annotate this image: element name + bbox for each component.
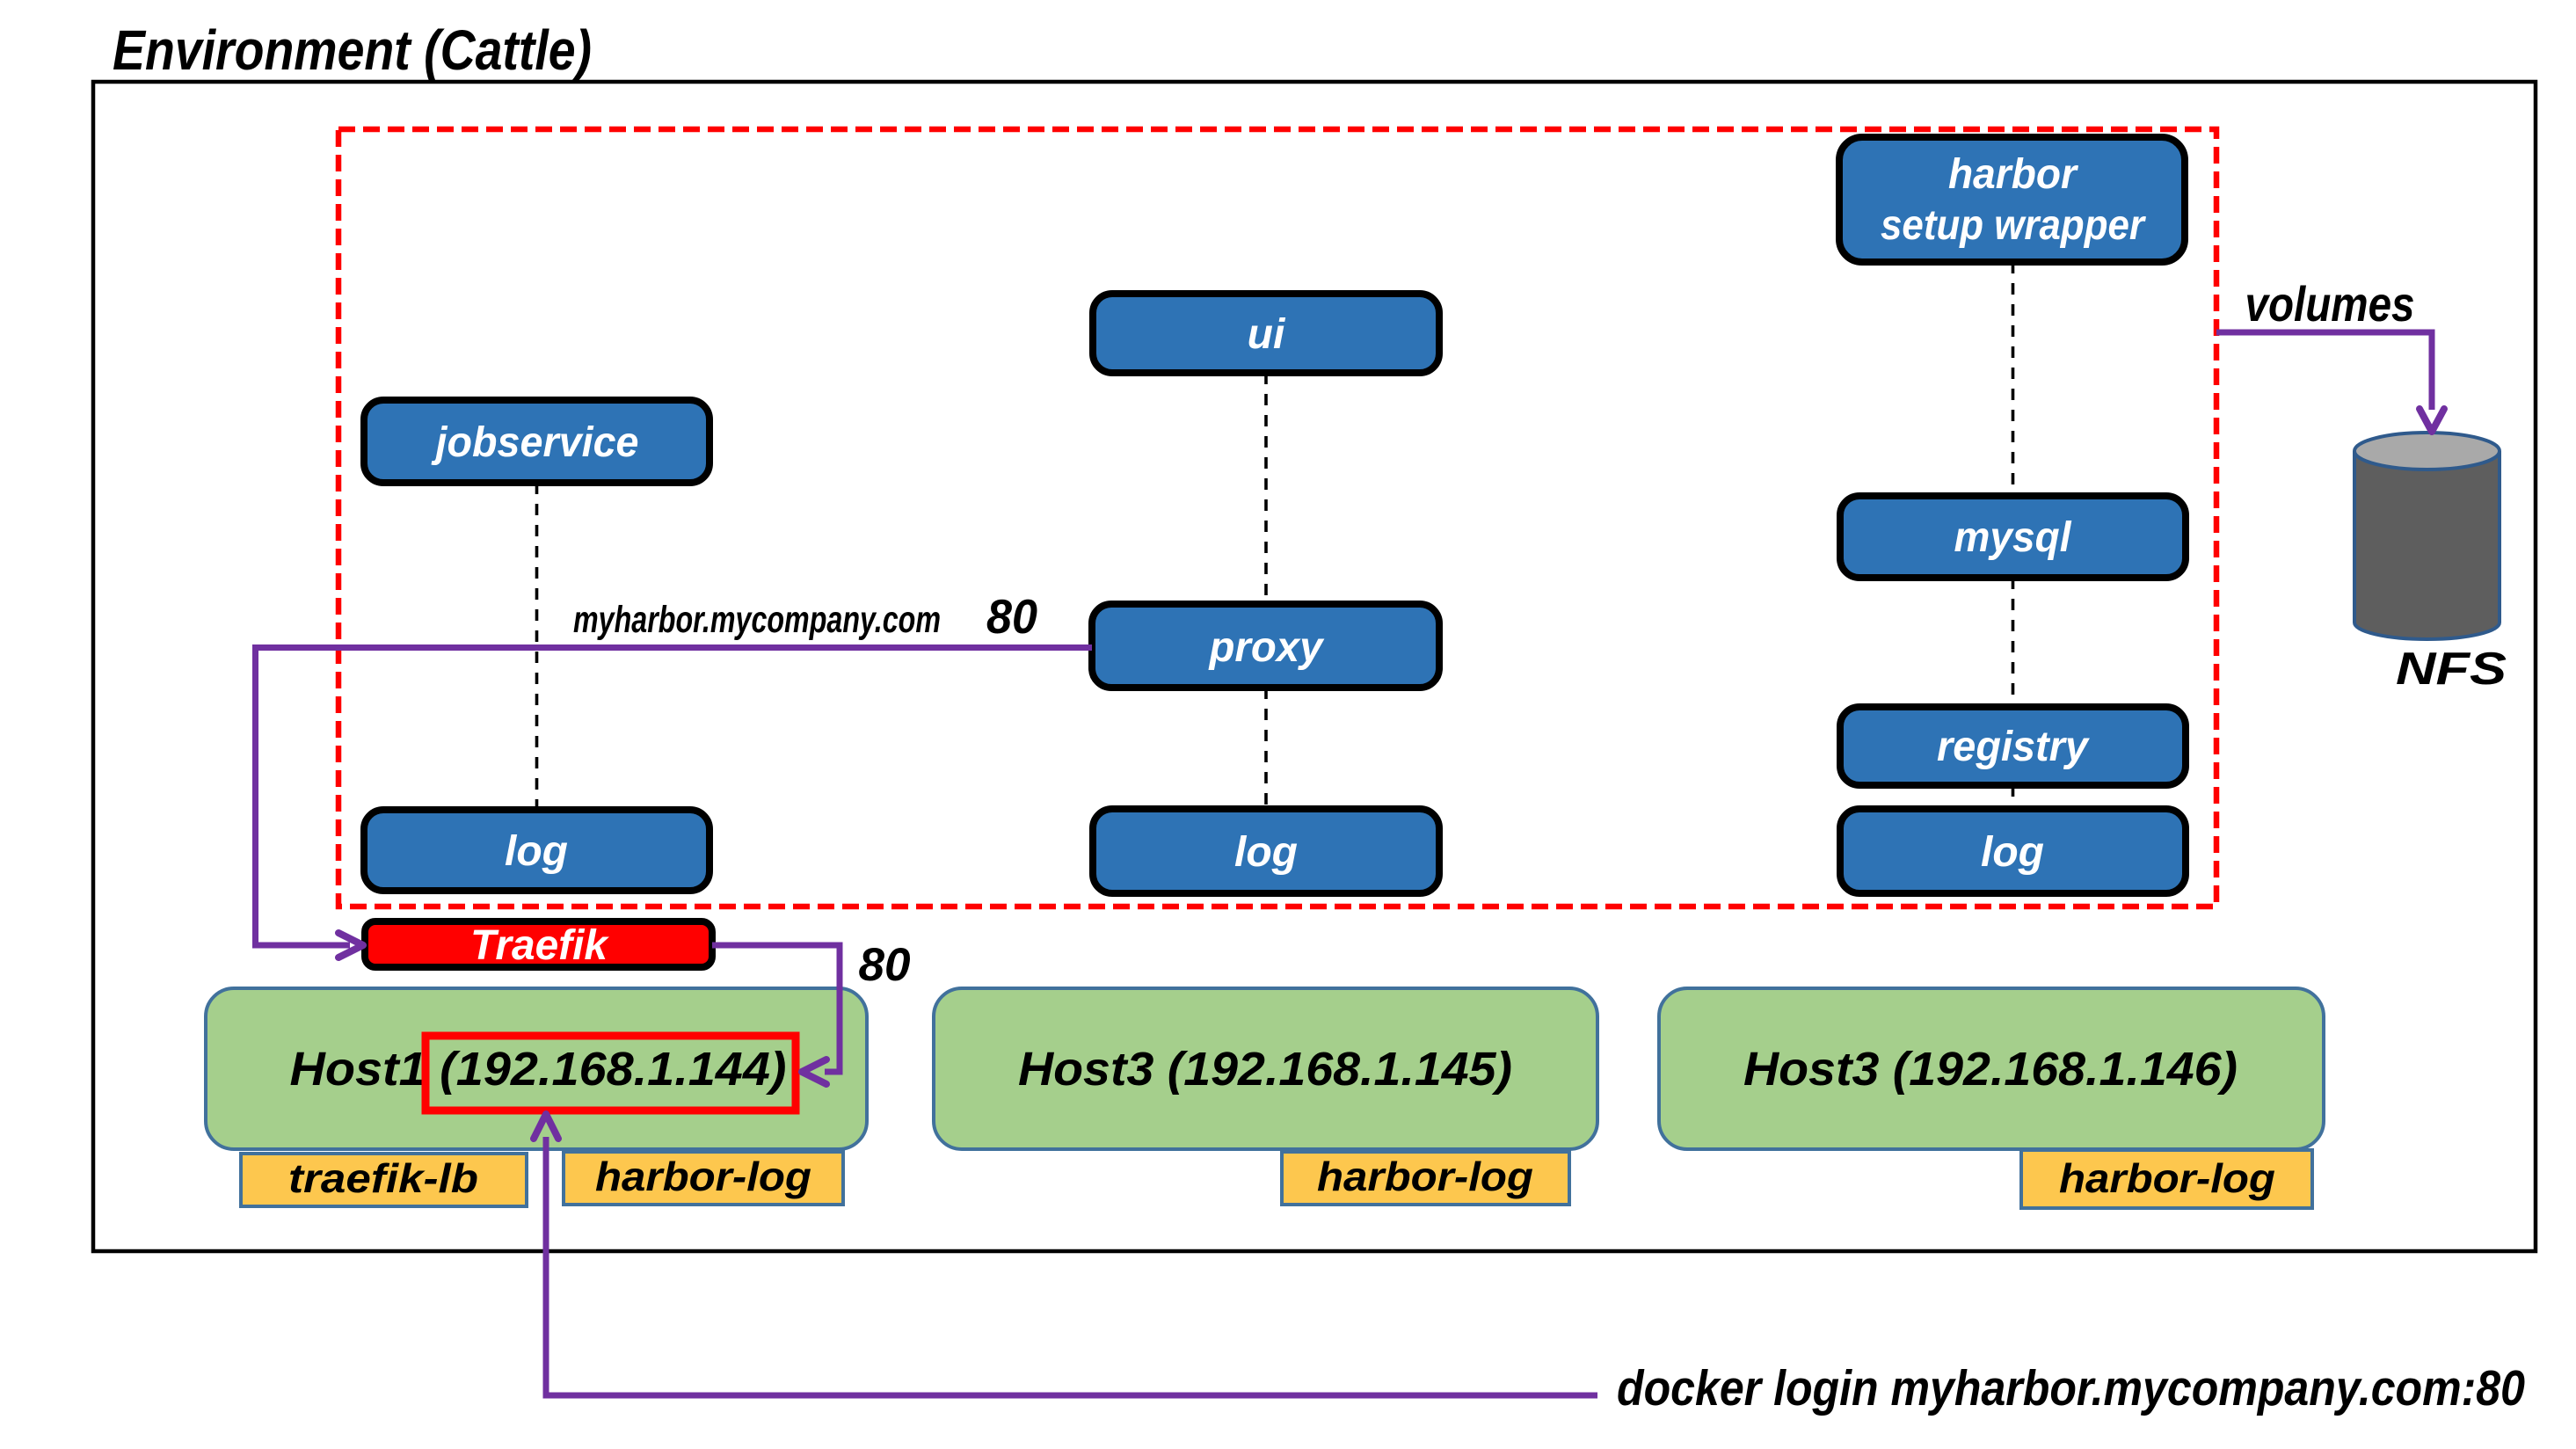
svg-text:docker login myharbor.mycompan: docker login myharbor.mycompany.com:80 [1617, 1360, 2525, 1416]
svg-text:ui: ui [1248, 311, 1286, 358]
svg-text:volumes: volumes [2245, 276, 2415, 331]
svg-text:traefik-lb: traefik-lb [288, 1155, 478, 1201]
svg-text:harbor-log: harbor-log [595, 1154, 811, 1199]
svg-text:mysql: mysql [1954, 514, 2073, 561]
svg-text:harbor: harbor [1948, 151, 2078, 198]
svg-text:Host3 (192.168.1.146): Host3 (192.168.1.146) [1743, 1043, 2238, 1096]
svg-text:log: log [1981, 829, 2044, 876]
svg-text:Host3 (192.168.1.145): Host3 (192.168.1.145) [1018, 1043, 1512, 1096]
svg-text:jobservice: jobservice [431, 419, 639, 466]
svg-text:log: log [1234, 829, 1298, 876]
svg-text:Environment (Cattle): Environment (Cattle) [113, 18, 592, 82]
svg-text:proxy: proxy [1208, 624, 1325, 671]
svg-text:harbor-log: harbor-log [2059, 1155, 2275, 1201]
svg-text:harbor-log: harbor-log [1317, 1154, 1533, 1199]
svg-text:Traefik: Traefik [470, 922, 609, 969]
svg-text:NFS: NFS [2396, 644, 2507, 695]
svg-text:80: 80 [859, 939, 911, 991]
svg-text:80: 80 [986, 589, 1037, 644]
svg-text:Host1 (192.168.1.144): Host1 (192.168.1.144) [290, 1043, 787, 1096]
svg-text:myharbor.mycompany.com: myharbor.mycompany.com [573, 599, 941, 641]
svg-text:setup wrapper: setup wrapper [1881, 202, 2146, 249]
svg-text:registry: registry [1937, 724, 2090, 770]
svg-text:log: log [505, 828, 568, 875]
